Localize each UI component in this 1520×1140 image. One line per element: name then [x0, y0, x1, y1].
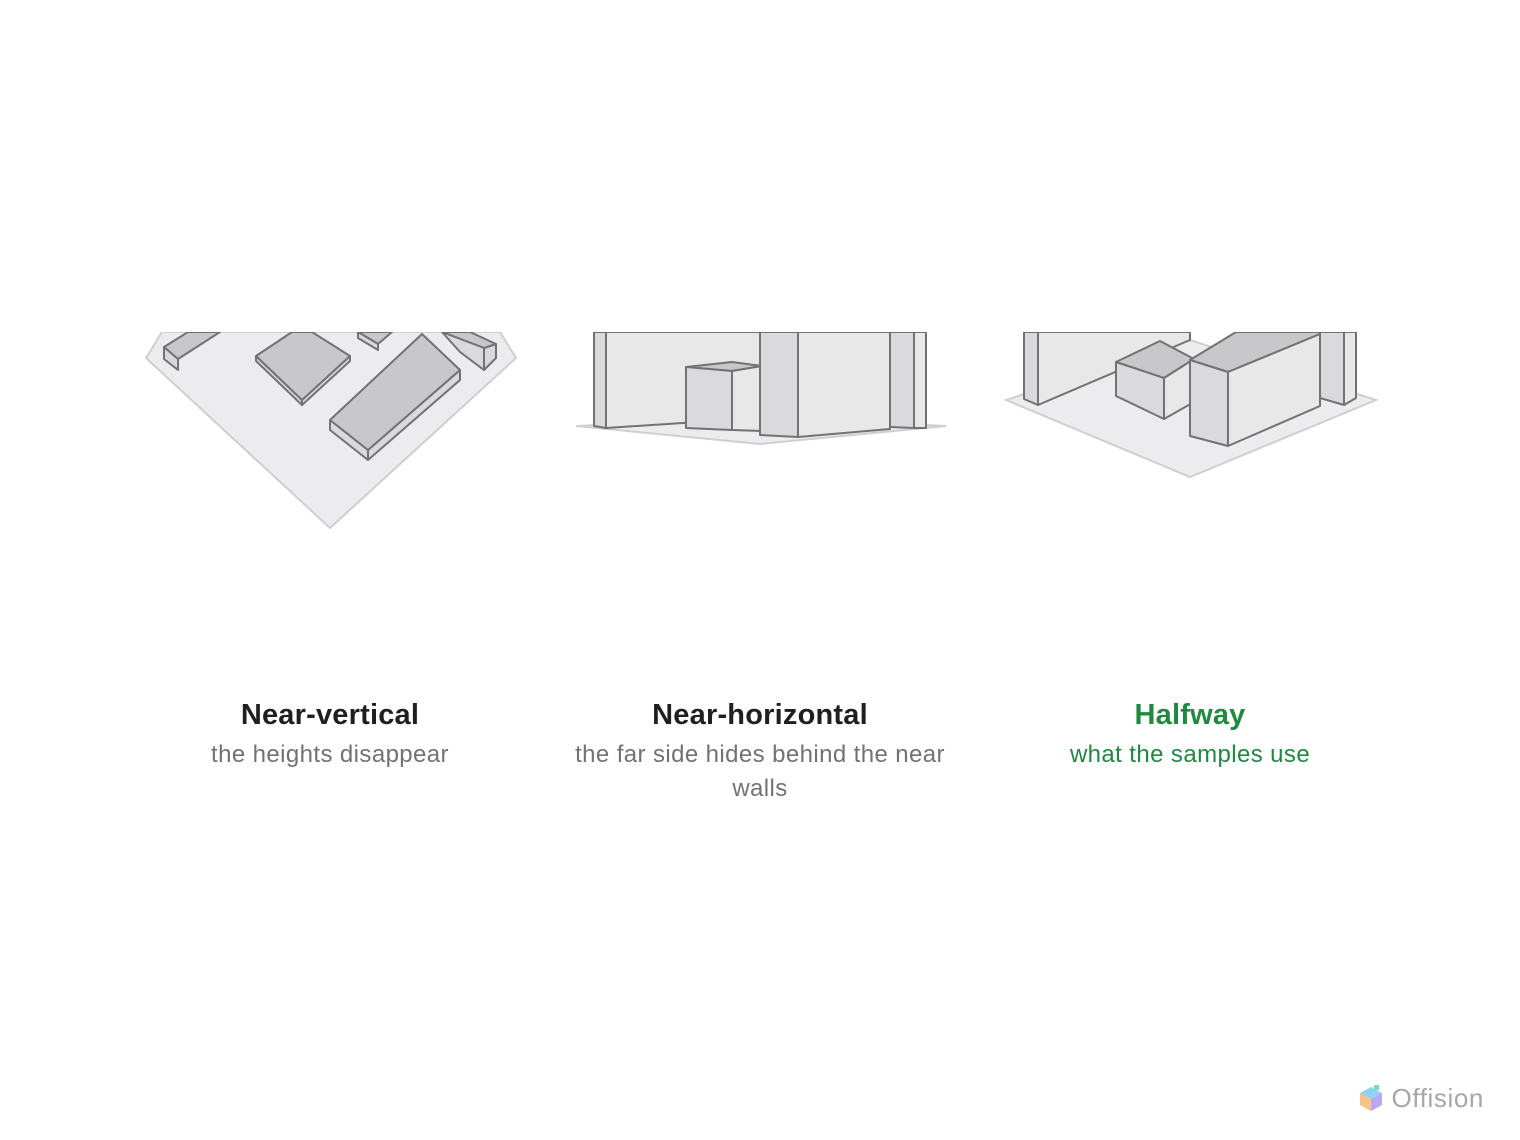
block-small-top	[357, 332, 393, 351]
caption-near-horizontal: Near-horizontal the far side hides behin…	[545, 696, 975, 806]
view-title: Halfway	[1134, 699, 1246, 731]
block-square	[255, 332, 351, 406]
halfway-scene	[1003, 332, 1379, 479]
halfway-illustration	[990, 332, 1390, 572]
near-vertical-illustration	[130, 332, 530, 572]
view-title: Near-vertical	[240, 699, 420, 731]
wall-right	[1319, 332, 1357, 406]
block-long	[329, 333, 461, 461]
caption-near-vertical: Near-vertical the heights disappear	[115, 696, 545, 772]
cube-logo-icon	[1359, 1084, 1382, 1111]
view-description: what the samples use	[1069, 741, 1311, 768]
view-description: the far side hides behind the near walls	[575, 741, 945, 802]
near-horizontal-illustration	[560, 332, 960, 572]
block-small-right	[441, 332, 497, 371]
near-vertical-scene	[144, 332, 518, 530]
view-description: the heights disappear	[211, 741, 449, 768]
block-small-left	[163, 332, 221, 371]
view-title: Near-horizontal	[652, 699, 868, 731]
caption-halfway: Halfway what the samples use	[975, 696, 1405, 772]
box-small	[1115, 340, 1195, 420]
brand-watermark: Offision	[1358, 1083, 1484, 1114]
brand-name: Offision	[1391, 1083, 1484, 1113]
tower-center	[759, 332, 891, 438]
box-middle	[685, 361, 763, 432]
box-large	[1189, 332, 1321, 447]
wall-right	[889, 332, 927, 429]
near-horizontal-scene	[575, 332, 947, 446]
